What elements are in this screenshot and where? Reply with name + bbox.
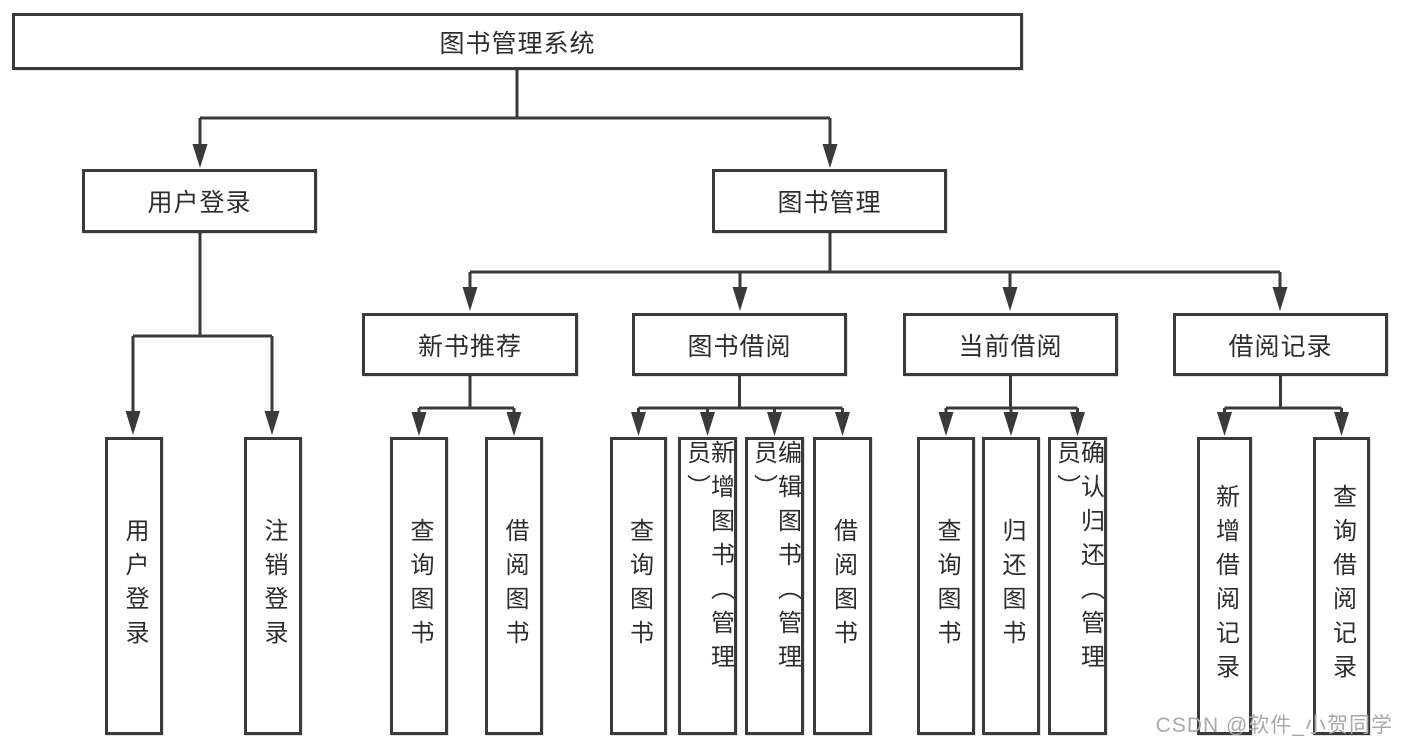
node-borrowing-records: 借阅记录	[1173, 313, 1388, 376]
node-query-books-borrowing: 查询图书	[610, 437, 667, 735]
node-return-books: 归还图书	[982, 437, 1040, 735]
node-query-borrow-record: 查询借阅记录	[1313, 437, 1370, 735]
node-borrow-books-leaf: 借阅图书	[813, 437, 872, 735]
node-user-login-leaf: 用户登录	[105, 437, 163, 735]
node-add-books-admin: 新增图书（管理员）	[678, 437, 737, 735]
node-borrow-books-recommend: 借阅图书	[485, 437, 543, 735]
node-confirm-return-admin: 确认归还（管理员）	[1048, 437, 1107, 735]
node-new-book-recommendation: 新书推荐	[362, 313, 578, 376]
node-library-management-system: 图书管理系统	[12, 13, 1023, 70]
node-logout-leaf: 注销登录	[244, 437, 302, 735]
node-add-borrow-record: 新增借阅记录	[1197, 437, 1252, 735]
node-current-borrowing: 当前借阅	[903, 313, 1118, 376]
node-query-books-recommend: 查询图书	[390, 437, 448, 735]
node-user-login: 用户登录	[82, 169, 317, 233]
node-edit-books-admin: 编辑图书（管理员）	[745, 437, 804, 735]
node-book-borrowing: 图书借阅	[632, 313, 847, 376]
node-query-books-current: 查询图书	[917, 437, 975, 735]
node-book-management: 图书管理	[712, 169, 947, 233]
